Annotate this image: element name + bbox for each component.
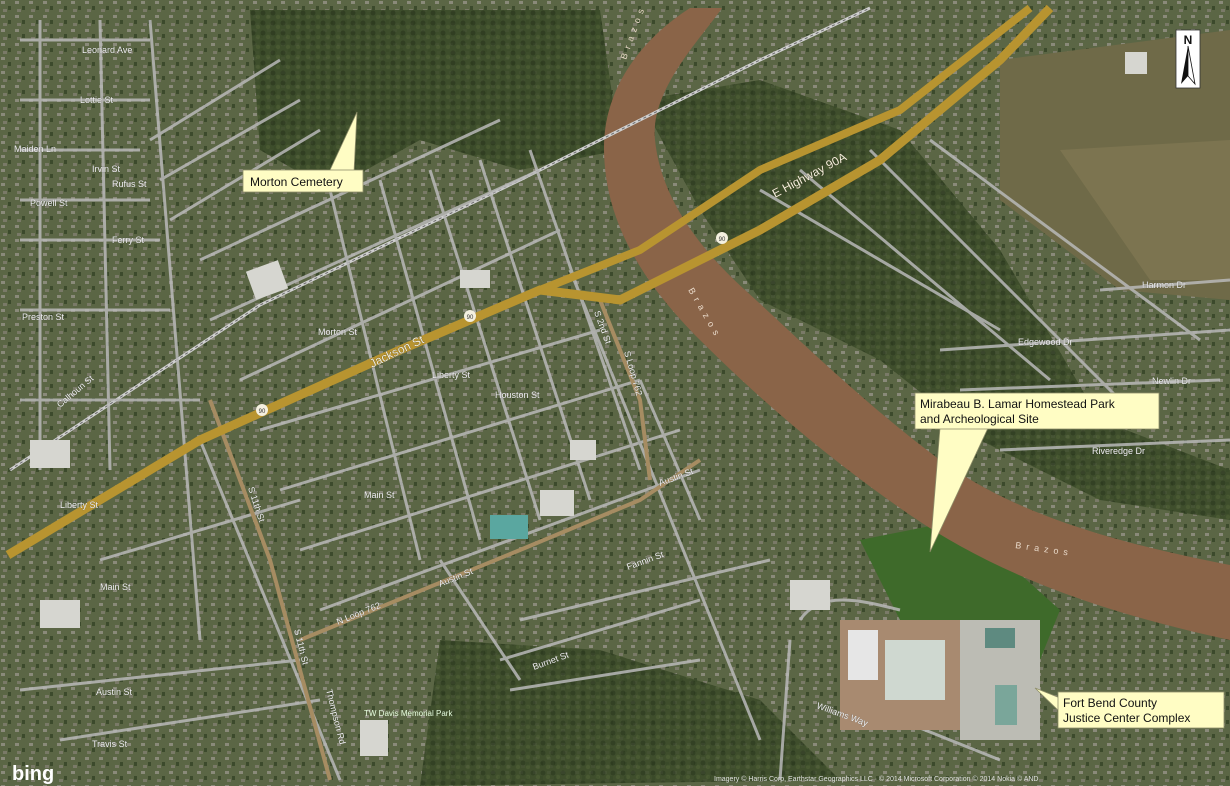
- label-main-st-east: Main St: [364, 490, 395, 500]
- svg-text:Mirabeau B. Lamar Homestead Pa: Mirabeau B. Lamar Homestead Park: [920, 397, 1116, 411]
- s-11th-st-road: [208, 399, 332, 781]
- label-maiden-ln: Maiden Ln: [14, 144, 56, 154]
- label-liberty-st: Liberty St: [60, 500, 99, 510]
- austin-st-road: [299, 458, 702, 642]
- svg-text:and Archeological Site: and Archeological Site: [920, 412, 1039, 426]
- label-ferry-st: Ferry St: [112, 235, 145, 245]
- label-liberty-st-east: Liberty St: [432, 370, 471, 380]
- label-rufus-st: Rufus St: [112, 179, 147, 189]
- callout-morton-cemetery: Morton Cemetery: [242, 111, 364, 193]
- svg-text:90: 90: [467, 315, 474, 321]
- svg-text:90: 90: [259, 409, 266, 415]
- highway-jackson: [538, 4, 1033, 294]
- svg-text:90: 90: [719, 237, 726, 243]
- label-morton-st: Morton St: [318, 327, 358, 337]
- label-tw-davis-park: TW Davis Memorial Park: [364, 709, 453, 718]
- svg-text:Justice Center Complex: Justice Center Complex: [1063, 711, 1190, 725]
- label-harmon-dr: Harmon Dr: [1142, 280, 1186, 290]
- label-edgewood-dr: Edgewood Dr: [1018, 337, 1073, 347]
- buildings: [30, 52, 1147, 756]
- imagery-credit: Imagery © Harris Corp, Earthstar Geograp…: [714, 775, 1038, 783]
- svg-text:Fort Bend County: Fort Bend County: [1063, 696, 1157, 710]
- svg-text:Morton Cemetery: Morton Cemetery: [250, 175, 343, 189]
- label-main-st: Main St: [100, 582, 131, 592]
- callout-justice-center: Fort Bend County Justice Center Complex: [1034, 687, 1225, 729]
- bing-logo: bing: [12, 763, 54, 785]
- woods-south: [420, 640, 840, 786]
- label-riveredge-dr: Riveredge Dr: [1092, 446, 1145, 456]
- label-leonard-ave: Leonard Ave: [82, 45, 132, 55]
- label-powell-st: Powell St: [30, 198, 68, 208]
- highway-shield-1: 90: [464, 310, 476, 322]
- label-preston-st: Preston St: [22, 312, 65, 322]
- label-lottie-st: Lottie St: [80, 95, 114, 105]
- farmland-field2: [1060, 140, 1230, 280]
- label-newlin-dr: Newlin Dr: [1152, 376, 1191, 386]
- svg-text:N: N: [1184, 33, 1193, 47]
- justice-center-site: [840, 620, 1040, 740]
- brazos-river: [603, 8, 1230, 640]
- label-irvin-st: Irvin St: [92, 164, 121, 174]
- label-houston-st: Houston St: [495, 390, 540, 400]
- label-travis-st: Travis St: [92, 739, 128, 749]
- north-arrow-icon: N: [1175, 29, 1201, 89]
- s-loop-road: [598, 299, 652, 481]
- highway-shield-3: 90: [256, 404, 268, 416]
- label-austin-st-west: Austin St: [96, 687, 133, 697]
- highway-shield-2: 90: [716, 232, 728, 244]
- callout-lamar-homestead: Mirabeau B. Lamar Homestead Park and Arc…: [914, 392, 1160, 553]
